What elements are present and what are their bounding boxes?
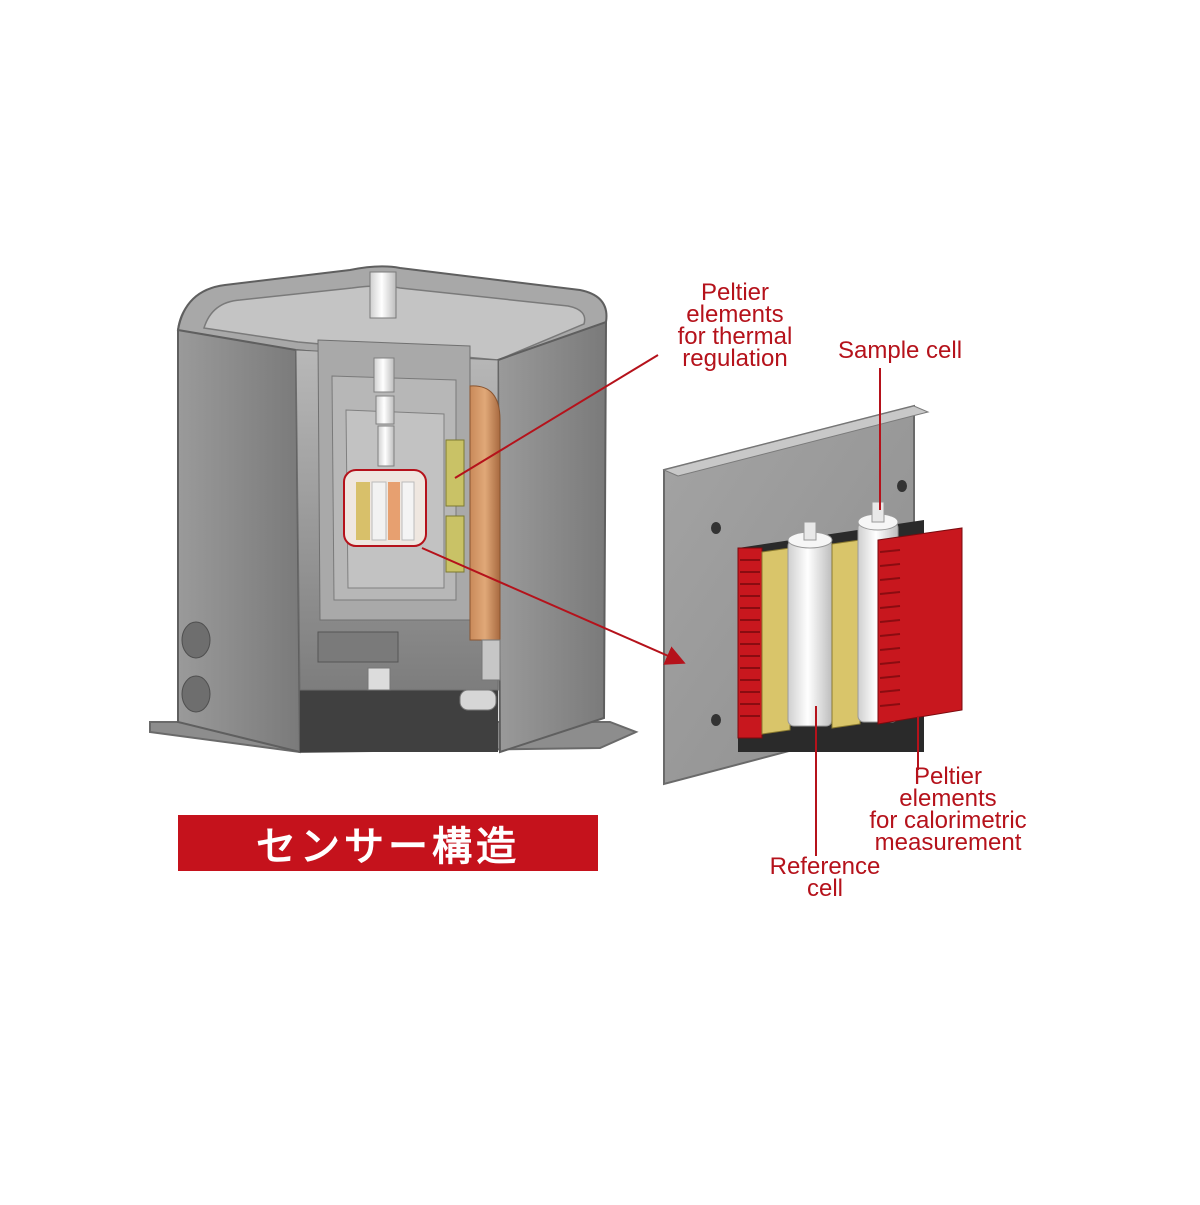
title-banner-text: センサー構造 [256, 824, 520, 870]
housing-cutaway [149, 265, 639, 754]
label-peltier-thermal: Peltier elements for thermal regulation [677, 279, 793, 372]
leader-peltier-thermal [454, 354, 659, 479]
zoom-arrow [421, 547, 686, 665]
leader-lines [421, 354, 919, 856]
title-banner: センサー構造 [178, 815, 598, 871]
label-sample-cell: Sample cell [838, 337, 963, 364]
label-reference-cell: Reference cell [769, 853, 881, 902]
label-peltier-calorimetric: Peltier elements for calorimetric measur… [869, 763, 1027, 856]
sensor-block-detail [662, 404, 963, 786]
